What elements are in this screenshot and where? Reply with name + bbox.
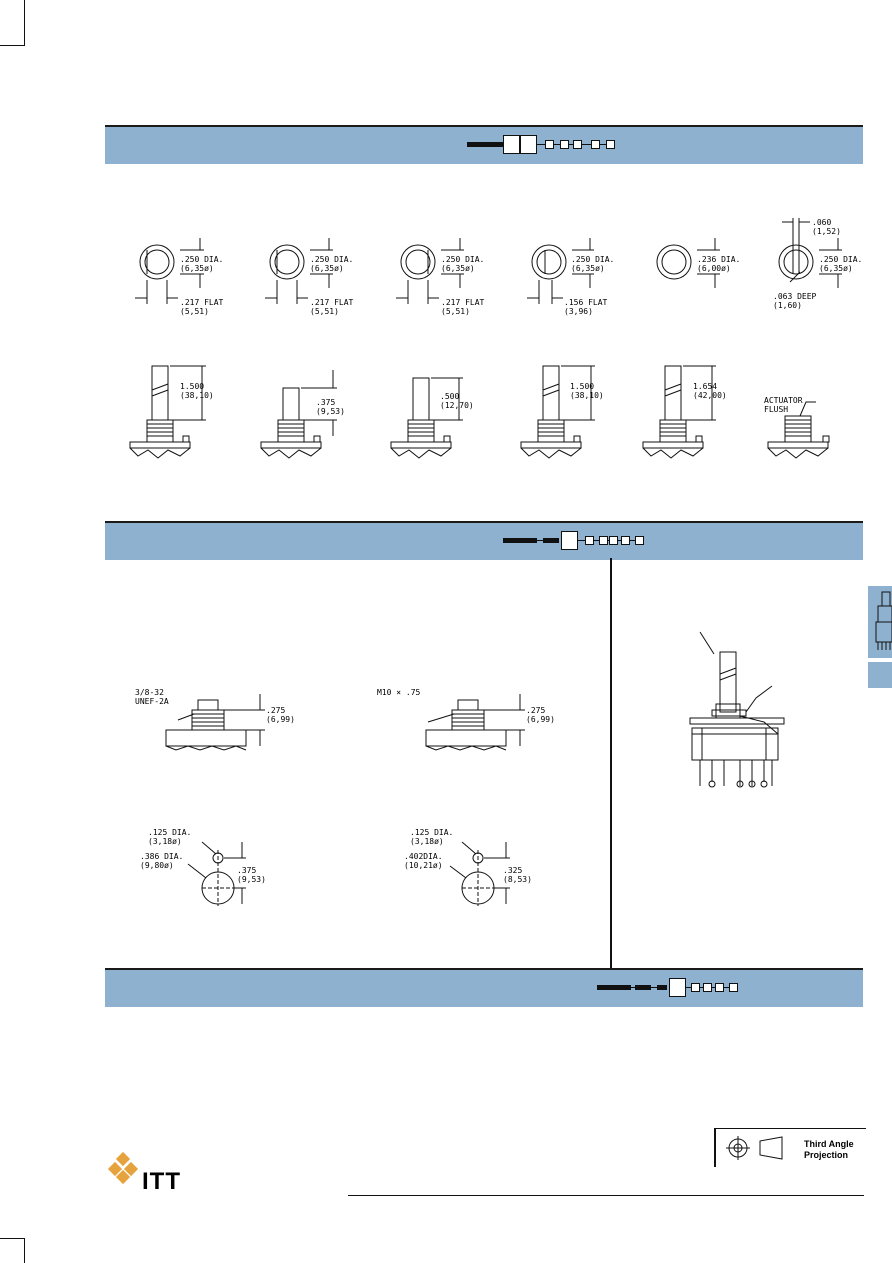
- shaft-len-1: 1.500 (38,10): [180, 382, 214, 400]
- projection-box: Third Angle Projection: [714, 1128, 866, 1167]
- shaft-end-views: [135, 218, 842, 304]
- bushing-2-height: .275 (6,99): [526, 706, 555, 724]
- crop-mark-bottom-h: [0, 1238, 25, 1239]
- crop-mark-bottom: [24, 1238, 25, 1263]
- bushing-2-thread: M10 × .75: [377, 688, 421, 697]
- shaft-end-6-deep: .063 DEEP (1,60): [773, 292, 817, 310]
- cutout-2-small: .125 DIA. (3,18ø): [410, 828, 454, 846]
- shaft-len-5: 1.654 (42,00): [693, 382, 727, 400]
- footer-rule: [348, 1195, 864, 1196]
- bushing-1-thread: 3/8-32 UNEF-2A: [135, 688, 169, 706]
- shaft-end-4-flat: .156 FLAT (3,96): [564, 298, 608, 316]
- shaft-side-views: [129, 365, 830, 459]
- section-divider: [610, 558, 612, 968]
- shaft-end-6-dia: .250 DIA. (6,35ø): [819, 255, 863, 273]
- shaft-len-6: ACTUATOR FLUSH: [764, 396, 803, 414]
- shaft-len-4: 1.500 (38,10): [570, 382, 604, 400]
- shaft-end-2-flat: .217 FLAT (5,51): [310, 298, 354, 316]
- bushing-1-height: .275 (6,99): [266, 706, 295, 724]
- section-band-actuator: [105, 125, 863, 164]
- shaft-end-1-flat: .217 FLAT (5,51): [180, 298, 224, 316]
- cutout-1-offset: .375 (9,53): [237, 866, 266, 884]
- section-band-bushing: [105, 521, 863, 560]
- shaft-end-5-dia: .236 DIA. (6,00ø): [697, 255, 741, 273]
- itt-logo-mark-icon: [107, 1151, 139, 1185]
- side-tab: [868, 586, 892, 658]
- shaft-end-1-dia: .250 DIA. (6,35ø): [180, 255, 224, 273]
- cutout-1-small: .125 DIA. (3,18ø): [148, 828, 192, 846]
- itt-logo: ITT: [104, 1151, 194, 1196]
- itt-logo-text: ITT: [142, 1168, 181, 1195]
- cutout-1-big: .386 DIA. (9,80ø): [140, 852, 184, 870]
- projection-label: Third Angle Projection: [804, 1139, 854, 1160]
- crop-mark-top-h: [0, 45, 25, 46]
- panel-cutout-views: [187, 841, 510, 906]
- shaft-len-2: .375 (9,53): [316, 398, 345, 416]
- bushing-views: [165, 694, 525, 751]
- shaft-end-2-dia: .250 DIA. (6,35ø): [310, 255, 354, 273]
- cutout-2-offset: .325 (8,53): [503, 866, 532, 884]
- crop-mark-top: [24, 0, 25, 45]
- shaft-end-6-top: .060 (1,52): [812, 218, 841, 236]
- switch-assembly-drawing: [689, 631, 785, 788]
- shaft-end-3-flat: .217 FLAT (5,51): [441, 298, 485, 316]
- cutout-2-big: .402DIA. (10,21ø): [404, 852, 443, 870]
- shaft-end-3-dia: .250 DIA. (6,35ø): [441, 255, 485, 273]
- shaft-len-3: .500 (12,70): [440, 392, 474, 410]
- shaft-end-4-dia: .250 DIA. (6,35ø): [571, 255, 615, 273]
- side-tab-lower: [868, 662, 892, 688]
- section-band-terminals: [105, 968, 863, 1007]
